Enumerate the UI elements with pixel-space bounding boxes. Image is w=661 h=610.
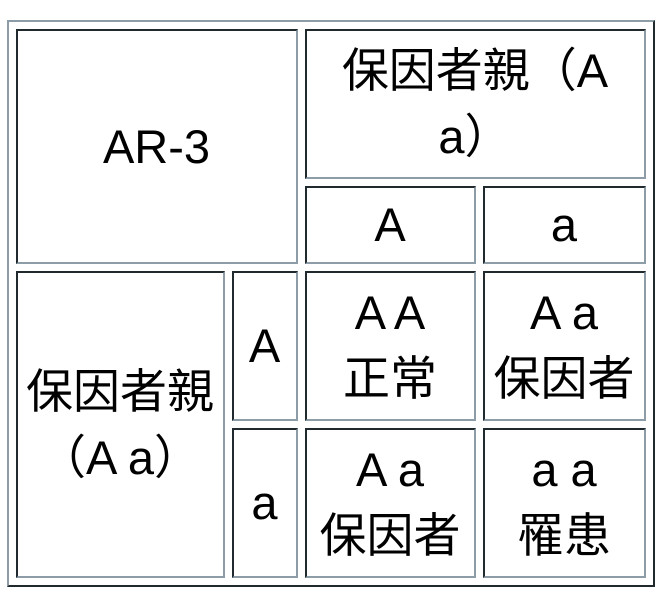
genotype-text: A A: [354, 286, 426, 340]
offspring-cell-aa: a a 罹患: [482, 428, 646, 578]
top-parent-header-cell: 保因者親（A a）: [304, 29, 646, 179]
phenotype-text: 罹患: [517, 509, 611, 562]
diagram-label-cell: AR-3: [15, 29, 298, 264]
genotype-text: A a: [530, 286, 598, 340]
left-allele-A-cell: A: [231, 271, 298, 421]
left-allele-a-cell: a: [231, 428, 298, 578]
genotype-text: a a: [531, 443, 597, 497]
offspring-cell-AA: A A 正常: [304, 271, 476, 421]
phenotype-text: 保因者: [493, 352, 635, 405]
offspring-cell-Aa-top: A a 保因者: [482, 271, 646, 421]
phenotype-text: 保因者: [319, 509, 461, 562]
top-allele-A-cell: A: [304, 186, 476, 264]
phenotype-text: 正常: [343, 352, 437, 405]
offspring-cell-Aa-bottom: A a 保因者: [304, 428, 476, 578]
punnett-square-table: AR-3 保因者親（A a） A a 保因者親 （A a） A A A 正常 A…: [6, 20, 655, 587]
left-parent-header-cell: 保因者親 （A a）: [15, 271, 225, 578]
genotype-text: A a: [356, 443, 424, 497]
top-allele-a-cell: a: [482, 186, 646, 264]
